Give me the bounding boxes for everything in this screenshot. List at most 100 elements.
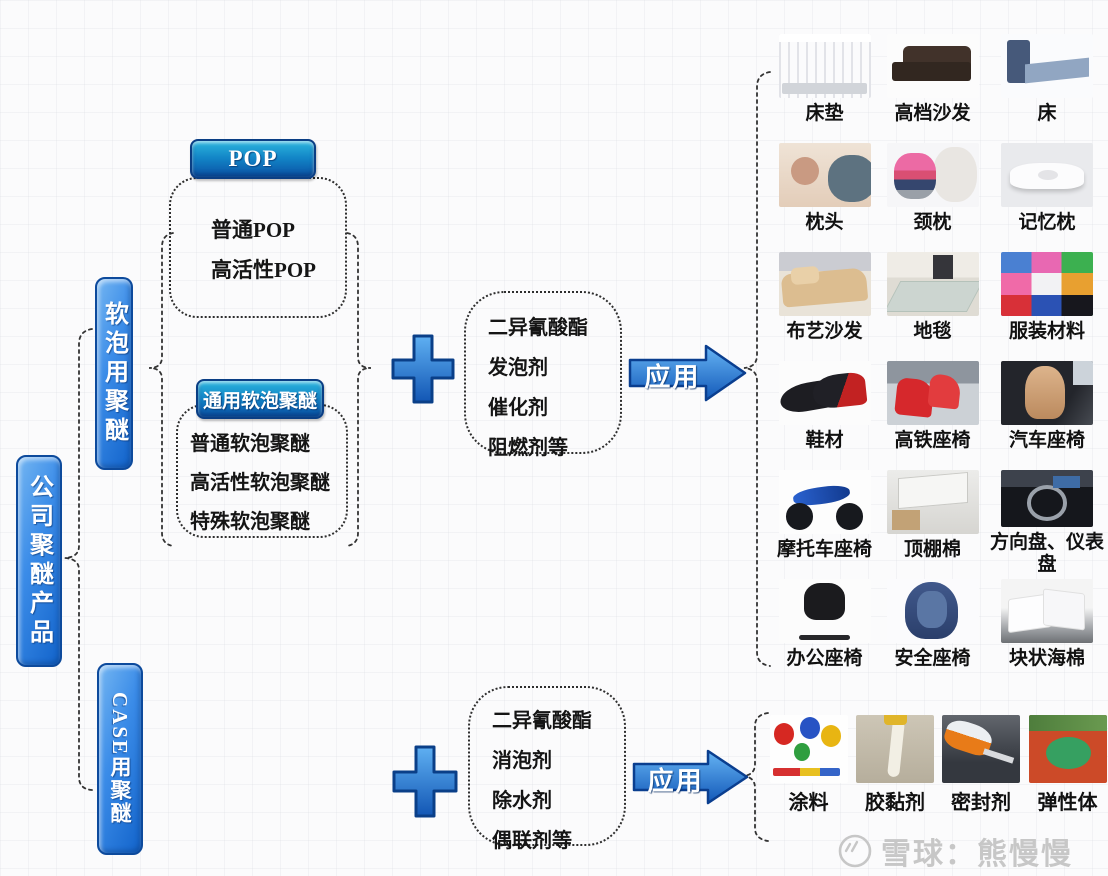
application-label: 布艺沙发 bbox=[786, 321, 863, 342]
application-item: 密封剂 bbox=[938, 710, 1024, 840]
application-label: 床垫 bbox=[805, 103, 844, 124]
application-label: 方向盘、仪表盘 bbox=[989, 532, 1104, 575]
bed-blue-photo bbox=[1001, 34, 1093, 98]
plus-icon bbox=[387, 330, 459, 413]
application-item: 办公座椅 bbox=[772, 575, 877, 684]
apply-arrow-top: 应用 bbox=[628, 343, 748, 408]
application-item: 胶黏剂 bbox=[852, 710, 938, 840]
paint-photo bbox=[769, 715, 848, 783]
watermark: 雪球：熊慢慢 bbox=[836, 829, 1073, 873]
apply-arrow-label: 应用 bbox=[647, 767, 704, 796]
application-label: 高档沙发 bbox=[894, 103, 971, 124]
apply-arrow-bottom: 应用 bbox=[632, 748, 750, 811]
train-seats-photo bbox=[886, 361, 979, 425]
fabric-sofa-photo bbox=[778, 252, 871, 316]
node-soft-foam-polyether: 软泡用聚醚 bbox=[95, 277, 133, 470]
application-label: 地毯 bbox=[913, 321, 952, 342]
foam-photo bbox=[1001, 579, 1093, 643]
application-item: 记忆枕 bbox=[988, 139, 1106, 248]
adhesive-photo bbox=[856, 715, 934, 783]
headliner-photo bbox=[886, 470, 979, 534]
general-item: 普通软泡聚醚 bbox=[190, 433, 310, 455]
memory-pillow-photo bbox=[1001, 143, 1093, 207]
watermark-text: 雪球：熊慢慢 bbox=[881, 838, 1073, 871]
applications-bottom-row: 涂料 胶黏剂 密封剂 弹性体 bbox=[765, 710, 1108, 840]
application-label: 顶棚棉 bbox=[903, 539, 961, 560]
node-case-polyether: CASE用聚醚 bbox=[97, 663, 143, 855]
application-item: 安全座椅 bbox=[880, 575, 985, 684]
applications-grid: 床垫 高档沙发 床枕头 颈枕 记忆枕布艺沙发 地毯 服装材料鞋材 高铁座椅 汽车座椅摩托车座椅 顶… bbox=[772, 30, 1108, 684]
pop-item: 普通POP bbox=[211, 218, 295, 242]
application-item: 床 bbox=[988, 30, 1106, 139]
additives-top-box: 二异氰酸酯 发泡剂 催化剂 阻燃剂等 bbox=[464, 291, 622, 459]
brace-softfoam-right bbox=[346, 232, 372, 547]
snowball-logo-icon bbox=[838, 834, 872, 868]
additives-bottom-box: 二异氰酸酯 消泡剂 除水剂 偶联剂等 bbox=[468, 686, 626, 852]
additive-item: 二异氰酸酯 bbox=[488, 316, 588, 339]
additive-item: 催化剂 bbox=[488, 396, 548, 419]
sofa-dark-photo bbox=[886, 34, 979, 98]
application-label: 涂料 bbox=[788, 792, 829, 814]
application-label: 颈枕 bbox=[913, 212, 952, 233]
application-item: 布艺沙发 bbox=[772, 248, 877, 357]
application-label: 鞋材 bbox=[805, 430, 844, 451]
additive-item: 阻燃剂等 bbox=[488, 436, 568, 459]
application-label: 床 bbox=[1037, 103, 1057, 124]
neck-pillow-photo bbox=[886, 143, 979, 207]
application-label: 汽车座椅 bbox=[1008, 430, 1085, 451]
application-label: 胶黏剂 bbox=[865, 792, 925, 814]
application-item: 方向盘、仪表盘 bbox=[988, 466, 1106, 575]
application-item: 床垫 bbox=[772, 30, 877, 139]
general-soft-foam-button: 通用软泡聚醚 bbox=[196, 379, 324, 419]
application-item: 颈枕 bbox=[880, 139, 985, 248]
car-seat-photo bbox=[1001, 361, 1093, 425]
swatches-photo bbox=[1001, 252, 1093, 316]
additive-item: 发泡剂 bbox=[488, 356, 548, 379]
application-label: 摩托车座椅 bbox=[776, 539, 872, 560]
additive-item: 除水剂 bbox=[492, 789, 552, 812]
general-item: 高活性软泡聚醚 bbox=[190, 472, 330, 494]
application-label: 密封剂 bbox=[951, 792, 1011, 814]
mattress-photo bbox=[778, 34, 871, 98]
application-item: 地毯 bbox=[880, 248, 985, 357]
application-label: 办公座椅 bbox=[786, 648, 863, 669]
pop-item: 高活性POP bbox=[211, 258, 316, 282]
additive-item: 偶联剂等 bbox=[492, 829, 572, 852]
application-item: 块状海棉 bbox=[988, 575, 1106, 684]
pillow-person-photo bbox=[778, 143, 871, 207]
application-label: 高铁座椅 bbox=[894, 430, 971, 451]
application-item: 鞋材 bbox=[772, 357, 877, 466]
application-label: 安全座椅 bbox=[894, 648, 971, 669]
plus-icon bbox=[388, 740, 462, 827]
additive-item: 二异氰酸酯 bbox=[492, 709, 592, 732]
brace-company bbox=[64, 328, 93, 791]
application-item: 汽车座椅 bbox=[988, 357, 1106, 466]
application-item: 高铁座椅 bbox=[880, 357, 985, 466]
general-item: 特殊软泡聚醚 bbox=[190, 511, 310, 533]
application-label: 记忆枕 bbox=[1018, 212, 1076, 233]
application-item: 弹性体 bbox=[1024, 710, 1108, 840]
office-chair-photo bbox=[778, 579, 871, 643]
pop-group-box: 普通POP 高活性POP bbox=[169, 177, 347, 318]
application-item: 涂料 bbox=[765, 710, 852, 840]
application-item: 顶棚棉 bbox=[880, 466, 985, 575]
pop-button: POP bbox=[190, 139, 316, 179]
application-item: 枕头 bbox=[772, 139, 877, 248]
application-item: 摩托车座椅 bbox=[772, 466, 877, 575]
dashboard-photo bbox=[1001, 470, 1093, 528]
application-item: 高档沙发 bbox=[880, 30, 985, 139]
application-label: 弹性体 bbox=[1037, 792, 1098, 814]
additive-item: 消泡剂 bbox=[492, 749, 552, 772]
application-label: 块状海棉 bbox=[1008, 648, 1085, 669]
application-label: 服装材料 bbox=[1008, 321, 1085, 342]
general-group-box: 普通软泡聚醚 高活性软泡聚醚 特殊软泡聚醚 bbox=[176, 404, 348, 538]
node-company-polyether: 公司聚醚产品 bbox=[16, 455, 62, 667]
application-item: 服装材料 bbox=[988, 248, 1106, 357]
apply-arrow-label: 应用 bbox=[644, 363, 701, 392]
motorcycle-photo bbox=[778, 470, 871, 534]
application-label: 枕头 bbox=[805, 212, 844, 233]
sneakers-photo bbox=[778, 361, 871, 425]
child-seat-photo bbox=[886, 579, 979, 643]
sealant-photo bbox=[942, 715, 1020, 783]
